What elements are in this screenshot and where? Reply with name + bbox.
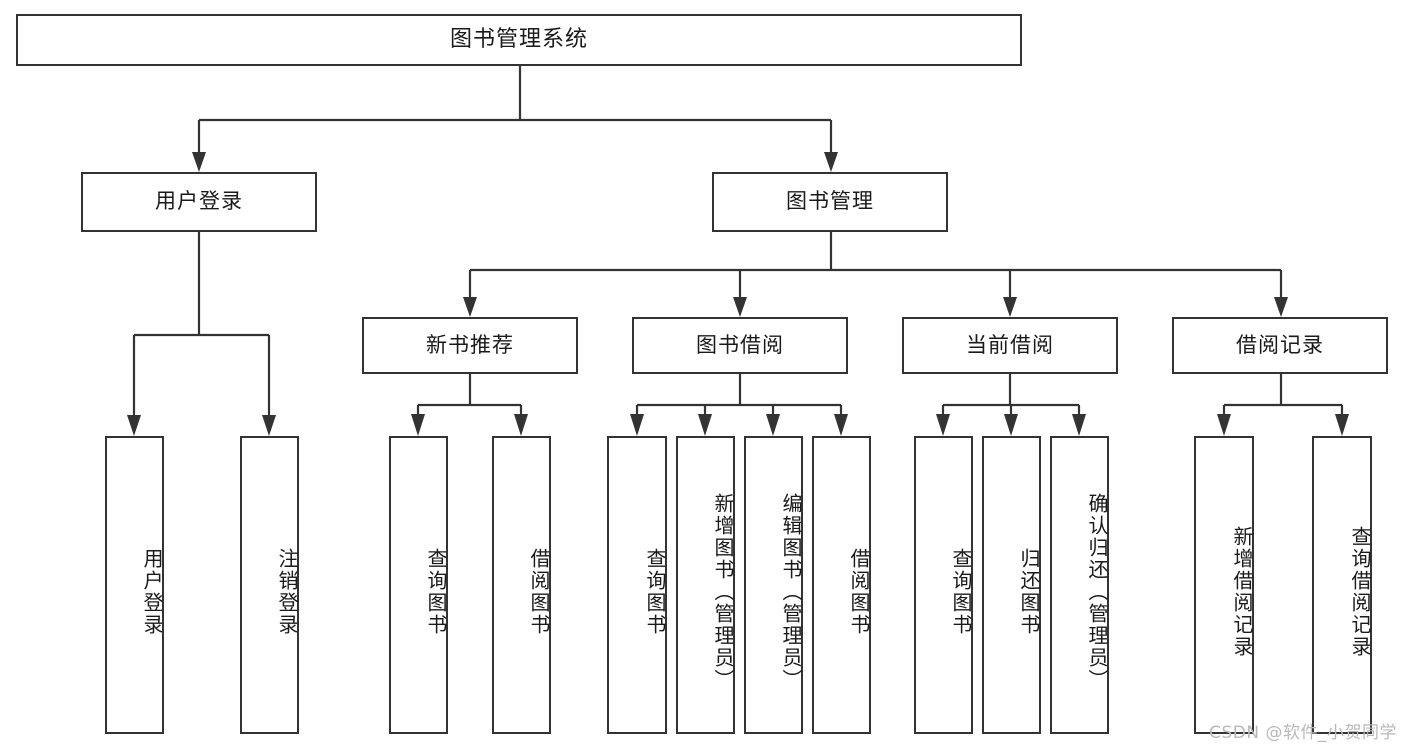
- arrow-bb-leaf-3: [766, 414, 780, 436]
- leaf-query-book-borrow[interactable]: 查询图书: [607, 436, 667, 734]
- arrow-bb-leaf-4: [834, 414, 848, 436]
- leaf-edit-book-admin[interactable]: 编辑图书（管理员）: [744, 436, 803, 734]
- leaf-add-book-admin[interactable]: 新增图书（管理员）: [676, 436, 735, 734]
- arrow-cb-leaf-2: [1004, 414, 1018, 436]
- arrow-bb-leaf-1: [630, 414, 644, 436]
- leaf-logout[interactable]: 注销登录: [240, 436, 299, 734]
- leaf-return-book[interactable]: 归还图书: [982, 436, 1041, 734]
- arrow-bb-leaf-2: [698, 414, 712, 436]
- leaf-add-borrow-record[interactable]: 新增借阅记录: [1194, 436, 1254, 734]
- arrow-to-leaf-logout: [262, 415, 276, 436]
- arrow-to-user-login: [192, 152, 206, 172]
- arrow-nb-leaf-2: [514, 414, 528, 436]
- leaf-query-borrow-record[interactable]: 查询借阅记录: [1312, 436, 1372, 734]
- leaf-confirm-return-admin[interactable]: 确认归还（管理员）: [1050, 436, 1109, 734]
- arrow-br-leaf-2: [1335, 414, 1349, 436]
- arrow-to-book-borrow: [733, 297, 747, 317]
- arrow-br-leaf-1: [1217, 414, 1231, 436]
- leaf-borrow-book[interactable]: 借阅图书: [812, 436, 871, 734]
- arrow-to-leaf-user-login: [127, 415, 141, 436]
- leaf-query-book-current[interactable]: 查询图书: [914, 436, 973, 734]
- arrow-nb-leaf-1: [411, 414, 425, 436]
- arrow-cb-leaf-3: [1072, 414, 1086, 436]
- leaf-query-book-recommend[interactable]: 查询图书: [389, 436, 448, 734]
- node-book-management[interactable]: 图书管理: [712, 172, 948, 232]
- node-current-borrow[interactable]: 当前借阅: [902, 317, 1118, 374]
- node-root-book-management-system[interactable]: 图书管理系统: [16, 14, 1022, 66]
- node-user-login[interactable]: 用户登录: [81, 172, 317, 232]
- arrow-to-new-book: [463, 297, 477, 317]
- node-borrow-record[interactable]: 借阅记录: [1172, 317, 1388, 374]
- arrow-to-current-borrow: [1003, 297, 1017, 317]
- csdn-watermark: CSDN @软件_小贺同学: [1209, 723, 1397, 743]
- node-book-borrow[interactable]: 图书借阅: [632, 317, 848, 374]
- leaf-user-login[interactable]: 用户登录: [105, 436, 164, 734]
- arrow-cb-leaf-1: [936, 414, 950, 436]
- leaf-borrow-book-recommend[interactable]: 借阅图书: [492, 436, 551, 734]
- arrow-to-borrow-record: [1274, 297, 1288, 317]
- node-new-book-recommend[interactable]: 新书推荐: [362, 317, 578, 374]
- arrow-to-book-mgmt: [824, 152, 838, 172]
